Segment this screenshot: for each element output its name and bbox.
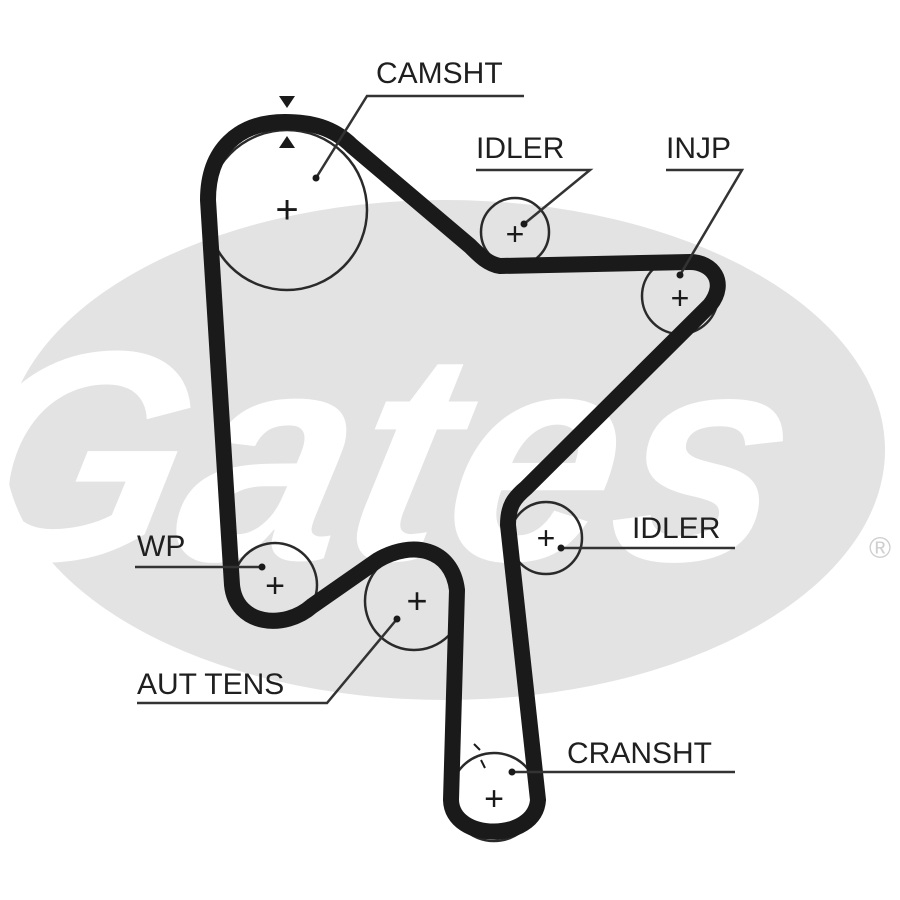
injection-pump-leader xyxy=(666,168,745,276)
pointer-dots xyxy=(258,174,684,776)
camshaft-center-mark: + xyxy=(275,188,298,232)
injection-pump-center-mark: + xyxy=(671,280,690,316)
camshaft-leader xyxy=(314,94,524,179)
idler-right-center-mark: + xyxy=(537,520,556,556)
watermark-registered-mark: ® xyxy=(869,532,891,565)
label-crankshaft: CRANSHT xyxy=(567,737,712,770)
label-camshaft: CAMSHT xyxy=(376,57,503,90)
label-idler-top: IDLER xyxy=(476,132,564,165)
watermark-logo-text: Gates xyxy=(0,289,825,624)
crankshaft-timing-mark xyxy=(473,743,486,769)
auto-tensioner-leader xyxy=(137,618,398,705)
label-water-pump: WP xyxy=(137,530,185,563)
idler-top-center-mark: + xyxy=(506,216,525,252)
label-auto-tensioner: AUT TENS xyxy=(137,668,284,701)
idler-top-leader xyxy=(476,168,594,225)
label-idler-right: IDLER xyxy=(632,512,720,545)
auto-tensioner-center-mark: + xyxy=(406,580,427,621)
water-pump-center-mark: + xyxy=(265,567,285,605)
camshaft-timing-mark xyxy=(279,96,295,148)
label-injection-pump: INJP xyxy=(666,132,731,165)
leader-lines xyxy=(135,94,745,774)
gates-watermark: Gates ® xyxy=(0,200,891,700)
timing-belt xyxy=(200,114,726,840)
crankshaft-center-mark: + xyxy=(484,780,504,818)
